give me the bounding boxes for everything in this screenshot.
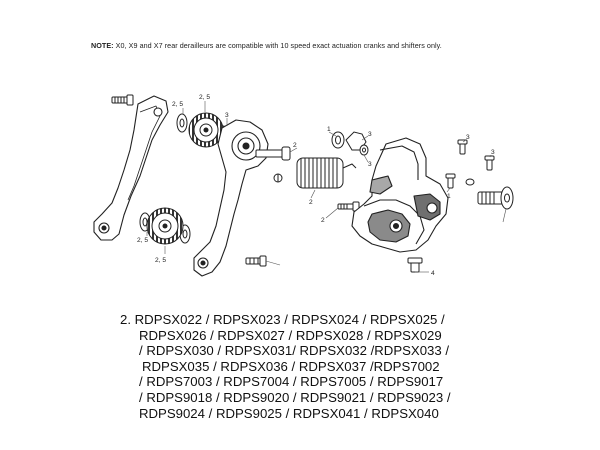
outer-cage-plate [93, 95, 169, 241]
parts-number-list: 2. RDPSX022 / RDPSX023 / RDPSX024 / RDPS… [120, 312, 520, 421]
lower-jockey-pulley [146, 207, 184, 245]
callout-1: 1 [327, 126, 331, 133]
pivot-washers [331, 131, 369, 156]
leader-lines [146, 101, 507, 273]
parts-line: / RDPS7003 / RDPS7004 / RDPS7005 / RDPS9… [139, 374, 444, 390]
derailleur-body [351, 137, 449, 253]
callout-2-5: 2, 5 [199, 94, 210, 101]
callout-3: 3 [466, 134, 470, 141]
parts-line: RDPSX035 / RDPSX036 / RDPSX037 /RDPS7002 [142, 358, 440, 374]
callout-3: 3 [225, 112, 229, 119]
callout-2-5: 2, 5 [172, 101, 183, 108]
callout-3: 3 [368, 131, 372, 138]
parts-line: RDPSX026 / RDPSX027 / RDPSX028 / RDPSX02… [139, 327, 442, 343]
parts-line: RDPS9024 / RDPS9025 / RDPSX041 / RDPSX04… [139, 405, 439, 421]
callout-3: 3 [368, 161, 372, 168]
lower-cage-bolt [245, 255, 267, 267]
hanger-mounting-bolt [477, 186, 514, 210]
inner-cage-plate [193, 119, 269, 277]
upper-jockey-pulley [188, 112, 224, 148]
compatibility-note: NOTE: X0, X9 and X7 rear derailleurs are… [91, 41, 442, 50]
parts-line: / RDPS9018 / RDPS9020 / RDPS9021 / RDPS9… [139, 389, 451, 405]
parts-line: / RDPSX030 / RDPSX031/ RDPSX032 /RDPSX03… [139, 343, 450, 359]
callout-1: 1 [447, 193, 451, 200]
callout-2: 2 [309, 199, 313, 206]
callout-3: 3 [491, 149, 495, 156]
cage-return-spring [296, 157, 357, 189]
cage-pivot-bolt [111, 94, 134, 106]
callout-4: 4 [431, 270, 435, 277]
limit-screw [337, 201, 360, 212]
callout-2: 2 [293, 142, 297, 149]
adjust-screws [445, 139, 495, 189]
callout-2: 2 [321, 217, 325, 224]
note-text: X0, X9 and X7 rear derailleurs are compa… [113, 41, 442, 50]
exploded-derailleur-diagram: 2, 5 2, 5 2, 5 2, 5 3 2 1 3 3 3 3 2 1 2 … [93, 94, 514, 277]
cage-pivot-axle [255, 146, 291, 183]
callout-2-5: 2, 5 [137, 237, 148, 244]
cable-anchor-bolt [407, 257, 423, 273]
note-label: NOTE: [91, 41, 114, 50]
parts-line: 2. RDPSX022 / RDPSX023 / RDPSX024 / RDPS… [120, 312, 445, 327]
callout-2-5: 2, 5 [155, 257, 166, 264]
